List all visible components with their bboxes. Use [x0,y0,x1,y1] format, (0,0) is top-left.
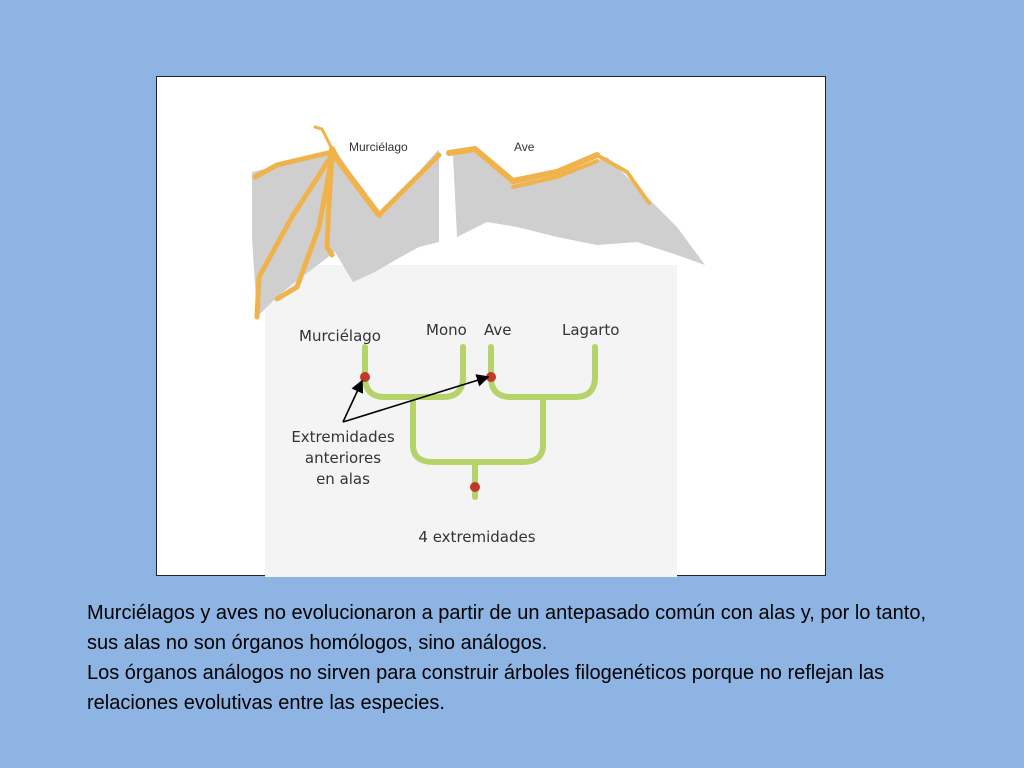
taxon-label-bat: Murciélago [299,327,381,345]
bat-wing-node [360,372,370,382]
annotation-line-2: anteriores [305,449,381,467]
bird-wing-label: Ave [514,140,535,154]
caption-paragraph-1: Murciélagos y aves no evolucionaron a pa… [87,602,927,654]
bird-wing-bones [446,145,651,205]
annotation-line-1: Extremidades [291,428,395,446]
root-node [470,482,480,492]
bat-wing-bones [252,125,442,320]
scanned-page-background [265,265,677,577]
caption-paragraph-2: Los órganos análogos no sirven para cons… [87,662,885,714]
taxon-label-monkey: Mono [426,321,467,339]
bird-wing-skeleton-icon: Ave [446,140,705,265]
cladogram-labels: Murciélago Mono Ave Lagarto Extremidades… [291,321,619,546]
arrow-to-bat-node [342,379,364,423]
arrow-to-bird-node [342,374,490,423]
annotation-line-3: en alas [316,470,370,488]
taxon-label-lizard: Lagarto [562,321,620,339]
bat-wing-label: Murciélago [349,140,408,154]
figure-frame: Murciélago Ave [156,76,826,577]
caption: Murciélagos y aves no evolucionaron a pa… [87,598,947,718]
root-label: 4 extremidades [418,528,535,546]
bat-wing-skeleton-icon: Murciélago [252,125,442,320]
taxon-label-bird: Ave [484,321,512,339]
figure-illustration: Murciélago Ave [252,125,705,577]
bird-wing-feathers [453,147,705,265]
